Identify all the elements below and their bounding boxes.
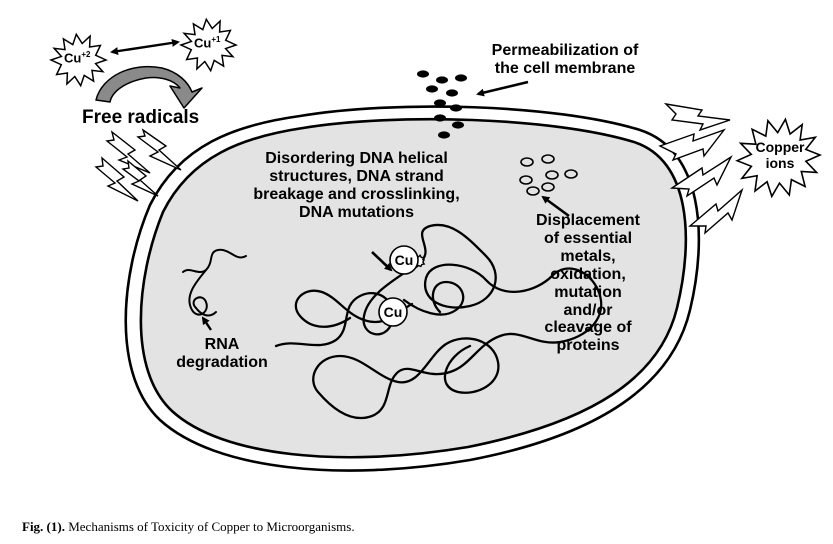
cu2-base: Cu [64,50,82,66]
lightning-icon [105,130,151,174]
protein-line: metals, [560,247,616,265]
protein-line: proteins [556,337,620,355]
protein-line: cleavage of [544,319,632,337]
copper-ions-label: Copper ions [750,139,810,171]
rna-strand [182,248,247,317]
copper-ions-line: ions [765,154,795,171]
dna-damage-line: structures, DNA strand [269,167,444,185]
dna-arrow [371,251,393,272]
rna-line: degradation [176,353,268,371]
protein-line: of essential [543,229,633,247]
redox-double-arrow [110,38,180,56]
cu1-label: Cu+1 [194,35,221,51]
dna-cu-marker-top: Cu [389,245,426,275]
permeabilization-line: Permeabilization of [491,42,639,59]
protein-damage-label: Displacement of essential metals, oxidat… [518,212,658,355]
cu-marker-text: Cu [395,252,414,268]
cu2-starburst-icon [48,32,109,88]
membrane-pore-dots [417,70,467,139]
cu1-charge: +1 [211,35,221,44]
lightning-icon [688,187,744,235]
permeabilization-line: the cell membrane [494,59,636,77]
cu1-base: Cu [194,35,212,51]
free-radicals-label: Free radicals [82,107,200,128]
rna-degradation-label: RNA degradation [168,336,276,372]
lightning-bolts-left [94,128,182,202]
lightning-icon [94,156,139,202]
protein-arrow [541,195,570,218]
cu1-starburst-icon [178,17,239,73]
dna-damage-line: Disordering DNA helical [265,150,448,167]
protein-line: Displacement [535,212,641,229]
displaced-metal-circles [519,154,578,196]
radical-generation-arc-arrow [95,65,203,109]
lightning-icon [136,128,182,171]
protein-line: oxidation, [550,265,626,283]
cu-marker-text: Cu [384,304,403,320]
lightning-bolts-right [658,102,744,235]
protein-line: mutation [554,283,622,301]
lightning-icon [663,102,731,132]
dna-damage-line: breakage and crosslinking, [253,185,460,203]
permeabilization-label: Permeabilization of the cell membrane [470,42,660,78]
figure-caption: Fig. (1). Mechanisms of Toxicity of Copp… [22,519,355,535]
caption-text: Mechanisms of Toxicity of Copper to Micr… [64,519,355,534]
lightning-icon [669,155,733,198]
lightning-icon [658,128,727,162]
copper-ions-line: Copper [755,139,805,155]
dna-damage-label: Disordering DNA helical structures, DNA … [224,150,489,222]
cu2-label: Cu+2 [64,50,91,66]
dna-damage-line: DNA mutations [299,203,414,221]
protein-line: and/or [563,301,613,319]
copper-ions-starburst-icon [735,117,823,199]
rna-line: RNA [204,336,240,353]
cu2-charge: +2 [81,50,91,59]
dna-cu-marker-bottom: Cu [378,297,408,327]
caption-prefix: Fig. (1). [22,519,65,534]
dna-strand [274,223,603,419]
lightning-icon [121,159,159,197]
permeabilization-arrow [476,80,529,97]
rna-arrow [201,316,212,331]
